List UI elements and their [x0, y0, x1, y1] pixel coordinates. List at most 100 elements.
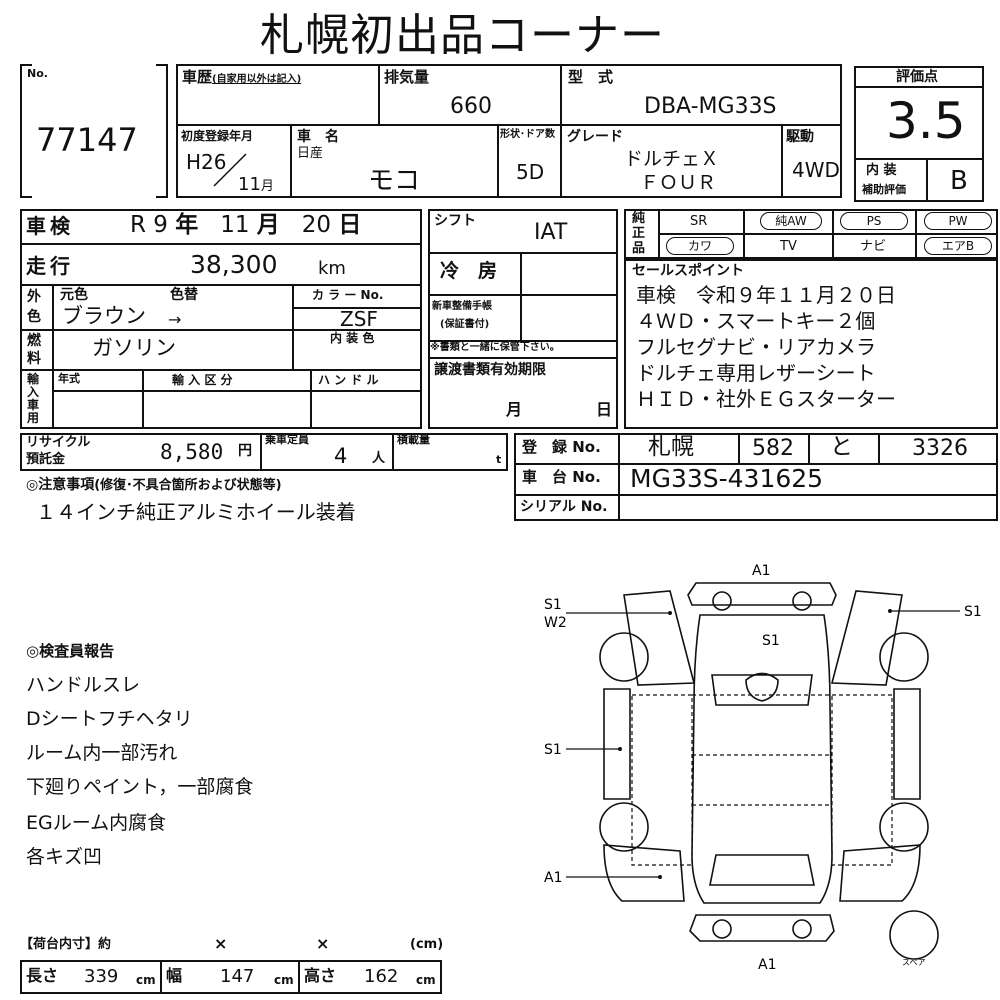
equip-tv: TV — [780, 239, 797, 254]
cooler-label: 冷 房 — [440, 260, 498, 282]
color-code-value: ZSF — [340, 307, 378, 331]
sales-point-line: フルセグナビ・リアカメラ — [636, 335, 876, 359]
capacity-unit: 人 — [372, 451, 386, 466]
orig-color-value: ブラウン — [62, 304, 146, 328]
cargo-width-unit: cm — [274, 973, 294, 987]
recycle-unit: 円 — [238, 443, 252, 459]
cargo-width: 147 — [220, 966, 255, 987]
mileage-unit: km — [318, 258, 346, 279]
equip-pw: PW — [924, 212, 992, 230]
recycle-label2: 預託金 — [26, 452, 66, 467]
mileage-label: 走行 — [26, 254, 74, 278]
cargo-cm: (cm) — [410, 937, 444, 952]
equip-aw: 純AW — [760, 212, 822, 230]
chassis-value: MG33S-431625 — [630, 464, 824, 493]
model-code-label: 型 式 — [568, 68, 614, 86]
first-reg-label: 初度登録年月 — [181, 129, 254, 143]
sales-point-line: ＨＩＤ・社外ＥＧスターター — [636, 387, 896, 411]
inspector-label: ◎検査員報告 — [26, 642, 115, 660]
inspector-line: 下廻りペイント，一部腐食 — [26, 776, 254, 798]
first-reg-month: 11月 — [238, 174, 274, 195]
vehicle-info-box — [176, 64, 842, 198]
transfer-month: 月 — [506, 400, 523, 419]
import-handle-label: ハ ン ド ル — [318, 373, 379, 387]
sales-points-label: セールスポイント — [632, 263, 744, 279]
new-car-manual-line1: 新車整備手帳 — [432, 301, 492, 312]
equip-ps: PS — [840, 212, 908, 230]
interior-score-label2: 補助評価 — [862, 183, 906, 196]
registration-label: 登 録 No. — [522, 438, 601, 456]
cargo-height: 162 — [364, 966, 399, 987]
orig-color-label: 元色 — [60, 287, 88, 303]
car-damage-diagram: A1 S1 W2 S1 S1 S1 A1 A1 スペア — [544, 563, 982, 973]
serial-label: シリアル No. — [520, 499, 608, 515]
grade-line2: ＦＯＵＲ — [640, 172, 717, 194]
diag-s1-left-top: S1 — [544, 597, 562, 613]
shift-label: シフト — [434, 213, 476, 229]
fuel-value: ガソリン — [92, 336, 176, 360]
diag-s1-right-top: S1 — [964, 604, 982, 620]
capacity-label: 乗車定員 — [265, 433, 309, 446]
grade-label: グレード — [567, 129, 623, 145]
model-code-value: DBA-MG33S — [644, 94, 777, 119]
inspector-line: 各キズ凹 — [26, 846, 103, 868]
load-label: 積載量 — [397, 433, 430, 446]
equip-navi: ナビ — [860, 239, 887, 254]
import-year-label: 年式 — [58, 372, 80, 385]
history-label: 車歴(自家用以外は記入) — [182, 68, 302, 86]
shift-value: IAT — [534, 220, 568, 245]
lot-number-value: 77147 — [36, 121, 138, 159]
registration-number: 3326 — [912, 436, 968, 461]
recycle-label1: リサイクル — [26, 435, 91, 450]
new-car-manual-note: ※書類と一緒に保管下さい。 — [430, 342, 560, 353]
drive-label: 駆動 — [786, 129, 814, 145]
car-name-label: 車 名 — [297, 129, 339, 145]
lot-number-box — [20, 64, 168, 198]
interior-score-label1: 内 装 — [866, 163, 897, 178]
transfer-label: 譲渡書類有効期限 — [434, 362, 546, 378]
diag-spare: スペア — [902, 958, 925, 967]
interior-color-label: 内 装 色 — [330, 331, 375, 345]
displacement-value: 660 — [450, 94, 492, 119]
cargo-length-label: 長さ — [26, 966, 59, 985]
inspection-label: 車検 — [26, 214, 74, 238]
equip-airbag: エアB — [924, 237, 992, 255]
load-unit: t — [496, 453, 502, 466]
sales-points-box — [624, 259, 998, 429]
car-maker: 日産 — [297, 146, 324, 161]
equipment-side: 純正品 — [632, 211, 646, 256]
new-car-manual-line2: (保証書付) — [440, 319, 490, 330]
caution-text: １４インチ純正アルミホイール装着 — [36, 500, 356, 524]
fuel-side2: 料 — [27, 351, 41, 367]
mileage-value: 38,300 — [190, 250, 278, 279]
cargo-label: 【荷台内寸】約 — [20, 937, 112, 952]
registration-city: 札幌 — [648, 434, 694, 460]
change-color-label: 色替 — [170, 287, 198, 303]
inspector-line: ハンドルスレ — [26, 674, 141, 696]
registration-kana: と — [830, 434, 853, 460]
sales-point-line: ４ＷＤ・スマートキー２個 — [636, 309, 876, 333]
color-side1: 外 — [27, 289, 41, 305]
fuel-side1: 燃 — [27, 333, 41, 349]
cargo-x1: × — [214, 934, 228, 953]
cargo-x2: × — [316, 934, 330, 953]
interior-score-value: B — [950, 166, 968, 196]
registration-box — [514, 433, 998, 521]
equip-sr: SR — [690, 214, 708, 229]
slash-mark — [213, 153, 247, 187]
diag-a1-top: A1 — [752, 563, 770, 579]
cargo-width-label: 幅 — [166, 966, 183, 985]
import-side: 輸入車用 — [27, 372, 40, 425]
color-side2: 色 — [27, 309, 41, 325]
cargo-length: 339 — [84, 966, 119, 987]
caution-label: ◎注意事項(修復･不具合箇所および状態等) — [26, 477, 282, 493]
car-name-value: モコ — [368, 166, 421, 196]
recycle-value: 8,580 — [160, 440, 224, 464]
inspector-line: Dシートフチヘタリ — [26, 708, 193, 730]
drive-value: 4WD — [792, 158, 840, 182]
inspection-block — [20, 209, 422, 429]
equip-kawa: カワ — [666, 237, 734, 255]
inspector-line: EGルーム内腐食 — [26, 812, 167, 834]
score-label: 評価点 — [896, 69, 938, 85]
transfer-day: 日 — [596, 400, 613, 419]
